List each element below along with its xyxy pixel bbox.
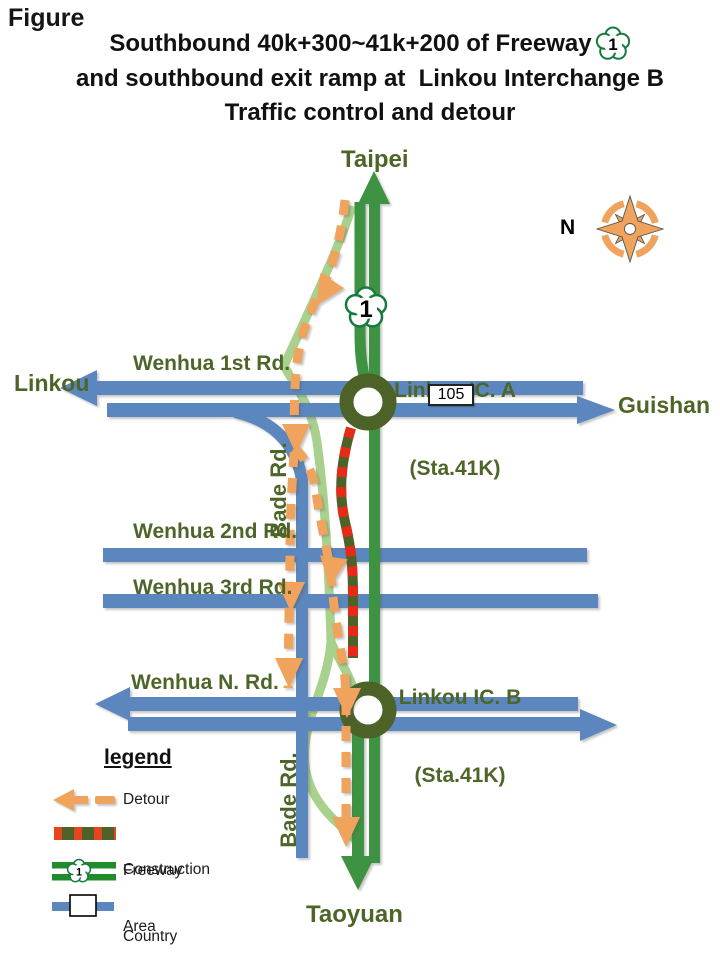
svg-text:1: 1 xyxy=(76,867,82,879)
freeway-number: 1 xyxy=(359,296,372,323)
construction-area xyxy=(336,426,358,658)
compass-icon xyxy=(595,194,665,264)
compass-north-label: N xyxy=(560,216,576,239)
route-105-badge: 105 xyxy=(428,384,474,406)
label-wenhua-1st: Wenhua 1st Rd. xyxy=(133,352,291,375)
label-wenhua-n: Wenhua N. Rd. xyxy=(131,671,279,694)
construction-base xyxy=(336,426,358,658)
legend-title: legend xyxy=(104,746,172,769)
label-bade-lower: Bade Rd. xyxy=(276,752,301,848)
title-line-3: Traffic control and detour xyxy=(224,99,516,126)
freeway-northbound xyxy=(358,171,390,863)
legend-construction-swatch xyxy=(54,827,116,840)
label-bade-upper: Bade Rd. xyxy=(266,442,291,538)
freeway-southbound-lower xyxy=(341,733,375,890)
legend-detour-label: Detour xyxy=(123,791,170,808)
dest-taipei: Taipei xyxy=(341,146,409,173)
detour-arrowheads xyxy=(275,272,361,847)
dest-linkou: Linkou xyxy=(14,370,90,396)
wenhuaN-westbound-road xyxy=(95,687,578,721)
legend-detour-swatch xyxy=(53,789,115,811)
legend-construction-label: Construction Area xyxy=(123,861,211,935)
legend-freeway-swatch: 1 xyxy=(52,858,116,883)
freeway-1-badge-title: 1 xyxy=(595,26,630,60)
wenhua1-westbound-road xyxy=(60,370,583,406)
roundabout-ic-a xyxy=(339,373,397,431)
legend-country-highway-swatch xyxy=(52,894,114,917)
legend-freeway-label: Freeway xyxy=(123,862,183,879)
freeway-1-badge-map: 1 xyxy=(344,286,388,328)
wenhua2-road xyxy=(103,548,587,562)
title-line-1: Southbound 40k+300~41k+200 of Freeway 1 xyxy=(40,26,700,62)
legend-country-highway-label: Country Highway xyxy=(123,928,178,945)
label-linkou-ic-b: Linkou IC. B (Sta.41K) xyxy=(398,686,522,787)
bade-road xyxy=(233,406,308,858)
page-title: Southbound 40k+300~41k+200 of Freeway 1 … xyxy=(40,26,700,130)
label-linkou-ic-a: Linkou IC. A (Sta.41K) xyxy=(394,379,516,480)
detour-route xyxy=(275,199,361,847)
dest-taoyuan: Taoyuan xyxy=(306,901,403,928)
title-line-2: and southbound exit ramp at Linkou Inter… xyxy=(75,65,665,92)
label-wenhua-2nd: Wenhua 2nd Rd. xyxy=(133,520,298,543)
figure-label: Figure xyxy=(8,4,85,32)
svg-text:1: 1 xyxy=(608,35,617,54)
label-wenhua-3rd: Wenhua 3rd Rd. xyxy=(133,576,293,599)
dest-guishan: Guishan xyxy=(618,392,711,418)
